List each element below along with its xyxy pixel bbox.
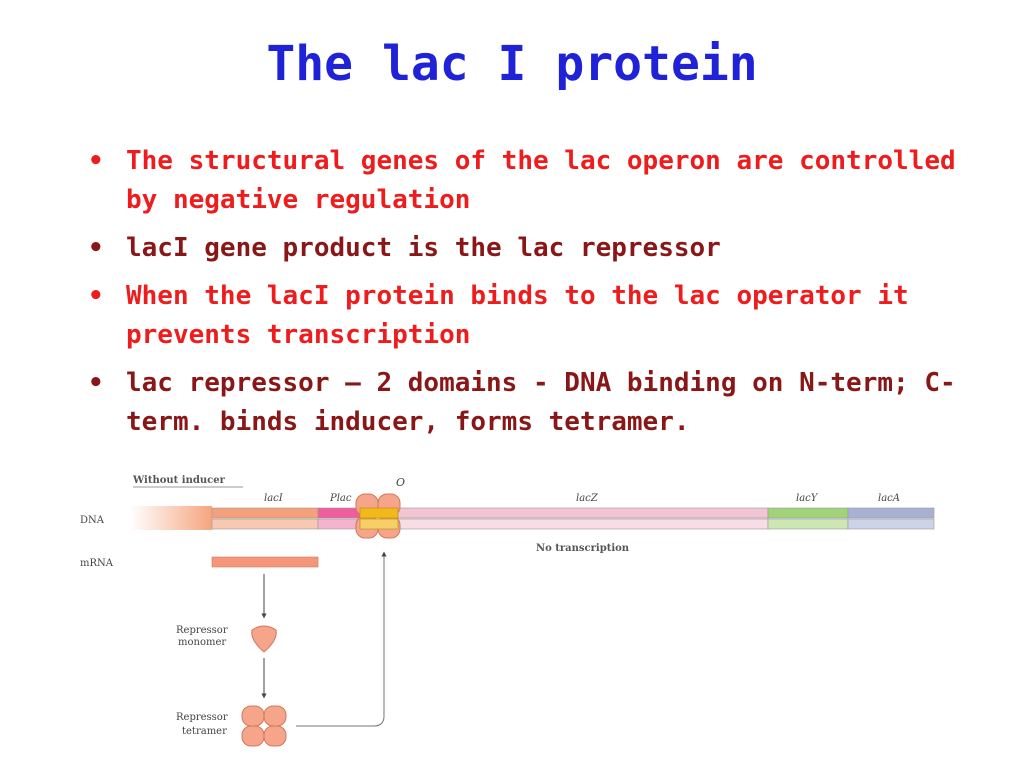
tetramer-quad [263,725,287,747]
label-dna: DNA [80,515,105,526]
bullet-item: • When the lacI protein binds to the lac … [86,277,966,355]
repressor-monomer-shape [251,625,277,653]
gene-lacz-bottom [397,518,769,530]
gene-laca-bottom [847,518,935,530]
gene-plac-bottom [317,518,361,530]
no-transcription-label: No transcription [536,543,630,554]
label-plac: Plac [329,493,352,504]
bullet-text: The structural genes of the lac operon a… [126,146,956,215]
gene-lacy-bottom [767,518,849,530]
bullet-item: • The structural genes of the lac operon … [86,142,966,220]
label-mrna: mRNA [80,558,114,569]
label-lacz: lacZ [576,493,599,504]
tetramer-quad [241,725,265,747]
repressor-tetramer-label-line1: Repressor [176,712,228,723]
laci-mrna [211,556,319,568]
gene-plac-top [317,507,361,519]
label-laca: lacA [878,493,900,504]
gene-lacy-top [767,507,849,519]
bullet-dot-icon: • [88,368,104,398]
tetramer-quad [241,705,265,727]
operator-site [359,507,399,519]
diagram-heading: Without inducer [132,475,226,486]
gene-laci-bottom [211,518,319,530]
bullet-dot-icon: • [88,281,104,311]
label-lacy: lacY [796,493,819,504]
tetramer-quad [263,705,287,727]
operator-site-bottom [359,518,399,530]
slide-title: The lac I protein [266,36,758,92]
label-operator: O [396,476,405,489]
arrow-tetramer-to-operator [296,551,387,727]
repressor-tetramer-shape [241,705,287,747]
label-laci: lacI [264,493,284,504]
bullet-text: lacI gene product is the lac repressor [126,233,721,263]
repressor-monomer-label-line2: monomer [178,637,226,648]
repressor-monomer-label-line1: Repressor [176,625,228,636]
dna-strands [211,507,935,530]
gene-lacz-top [397,507,769,519]
repressor-tetramer-label-line2: tetramer [182,726,227,737]
bullet-list: • The structural genes of the lac operon … [86,142,966,451]
bullet-dot-icon: • [88,146,104,176]
lac-operon-diagram: Without inducer lacI Plac O lacZ lacY la… [80,475,935,747]
bullet-dot-icon: • [88,233,104,263]
bullet-item: • lacI gene product is the lac repressor [86,229,966,268]
bullet-text: lac repressor – 2 domains - DNA binding … [126,368,956,437]
gene-laca-top [847,507,935,519]
bullet-text: When the lacI protein binds to the lac o… [126,281,909,350]
gene-laci-top [211,507,319,519]
dna-fade [130,506,212,530]
bullet-item: • lac repressor – 2 domains - DNA binding… [86,364,966,442]
